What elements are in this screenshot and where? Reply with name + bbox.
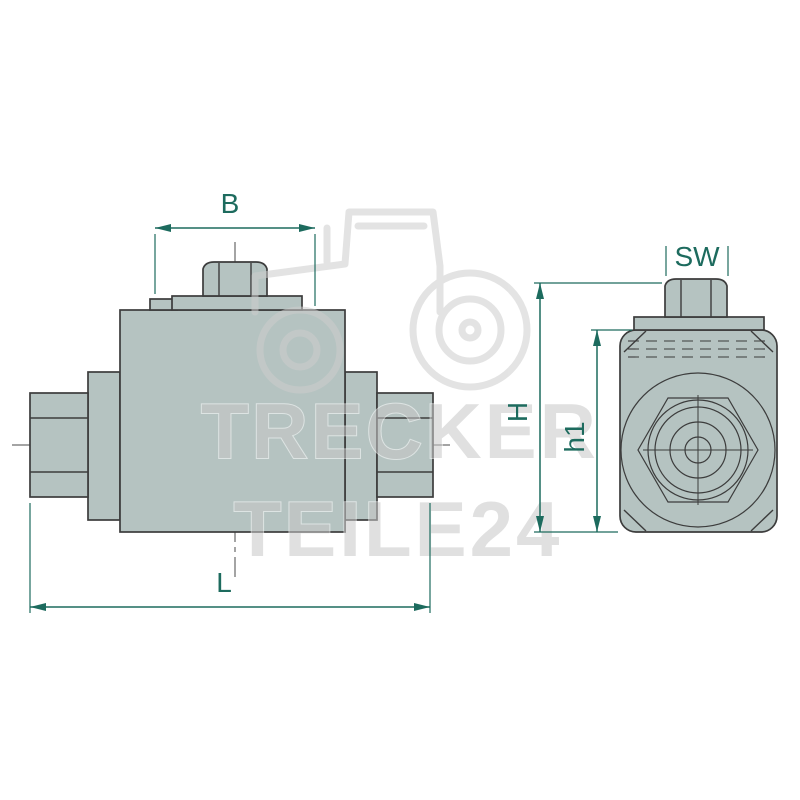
dimension-h: H — [502, 282, 662, 533]
port-outer-circle — [620, 372, 776, 528]
end-view-top-plate — [633, 316, 765, 331]
right-fitting-collar — [344, 371, 378, 521]
left-fitting-hex — [29, 392, 89, 498]
dimension-h1: h1 — [559, 329, 632, 532]
corner-chamfer — [750, 509, 774, 532]
right-fitting-hex — [376, 392, 434, 498]
dimension-sw: SW — [665, 241, 729, 276]
left-fitting-collar — [87, 371, 121, 521]
valve-body — [119, 309, 346, 533]
dimension-label-h1: h1 — [559, 421, 590, 452]
dimension-label-h: H — [502, 402, 533, 422]
dimension-label-sw: SW — [674, 241, 720, 272]
end-view — [619, 278, 778, 533]
dimensions: B L H h1 SW — [29, 188, 729, 613]
watermark: TRECKER TEILE24 — [200, 208, 599, 574]
watermark-text-line2: TEILE24 — [234, 485, 563, 573]
corner-chamfer — [623, 509, 647, 532]
tractor-icon — [251, 208, 531, 394]
end-view-spindle-nut — [664, 278, 728, 318]
watermark-text-line1: TRECKER — [201, 387, 599, 475]
dimension-label-b: B — [221, 188, 240, 219]
dimension-l: L — [29, 503, 431, 613]
top-mounting-plate — [171, 295, 303, 311]
dimension-label-l: L — [216, 567, 232, 598]
dimension-b: B — [154, 188, 316, 306]
port-hexagon — [637, 397, 759, 503]
side-view — [12, 242, 450, 578]
